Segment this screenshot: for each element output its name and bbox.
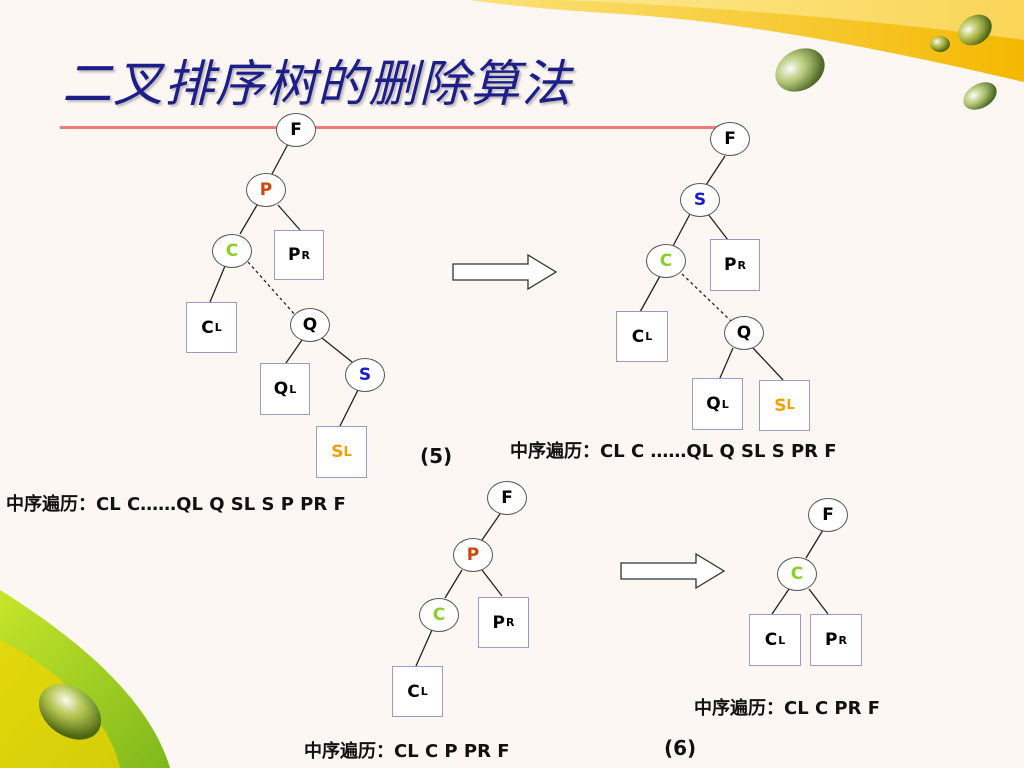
arrow-right-icon (452, 253, 558, 291)
page-title: 二叉排序树的删除算法 (62, 55, 572, 113)
tree-node-p: P (453, 538, 493, 572)
edge (808, 588, 829, 615)
edge (247, 261, 297, 317)
edge (339, 389, 359, 427)
tree-node-c: C (419, 598, 459, 632)
tree-node-s: S (680, 183, 720, 217)
edge (285, 339, 303, 364)
edge (805, 529, 824, 559)
tree-node-f: F (808, 498, 848, 532)
edge (481, 569, 503, 597)
arrow-right-icon (620, 552, 726, 590)
tree-node-f: F (487, 481, 527, 515)
edge (209, 265, 226, 303)
edge (321, 337, 353, 363)
edge (771, 588, 790, 615)
edge (271, 143, 289, 175)
edge (444, 569, 463, 599)
title-underline (60, 126, 720, 129)
tree-node-s: S (345, 358, 385, 392)
inorder-caption-5-after: 中序遍历：CL C ……QL Q SL S PR F (510, 441, 837, 462)
tree-node-f: F (710, 122, 750, 156)
tree-node-p: P (246, 173, 286, 207)
tree-node-q: Q (290, 308, 330, 342)
edge (239, 204, 258, 235)
tree-node-f: F (276, 113, 316, 147)
edge (705, 155, 726, 186)
edge (481, 513, 501, 541)
edge (752, 347, 784, 381)
edge (672, 213, 691, 247)
step-label-5: (5) (420, 444, 453, 468)
edge (415, 629, 433, 667)
tree-node-c: C (777, 557, 817, 591)
inorder-caption-6-after: 中序遍历：CL C PR F (694, 698, 881, 719)
edge (707, 213, 729, 241)
tree-node-c: C (212, 234, 252, 268)
inorder-caption-5-before: 中序遍历：CL C……QL Q SL S P PR F (6, 494, 346, 515)
inorder-caption-6-before: 中序遍历：CL C P PR F (304, 741, 510, 762)
step-label-6: (6) (664, 736, 697, 760)
tree-node-q: Q (724, 316, 764, 350)
tree-node-c: C (646, 244, 686, 278)
edge (639, 275, 661, 313)
edge (719, 347, 734, 379)
edge (277, 204, 301, 231)
